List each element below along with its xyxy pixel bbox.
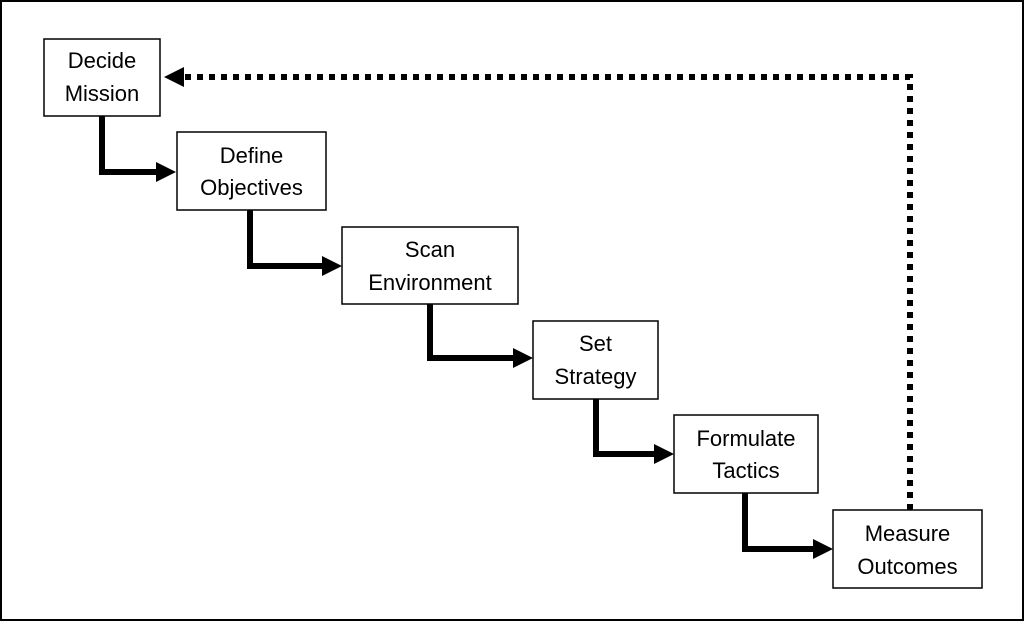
step-label-line-2: Tactics (712, 458, 779, 483)
step-formulate-tactics: Formulate Tactics (673, 414, 819, 494)
step-label-line-1: Set (579, 331, 612, 356)
step-label-line-1: Define (220, 143, 284, 168)
step-label-line-1: Scan (405, 237, 455, 262)
step-set-strategy: Set Strategy (532, 320, 659, 400)
step-label-line-2: Outcomes (857, 554, 957, 579)
step-label-line-1: Decide (68, 48, 136, 73)
step-label-line-2: Mission (65, 81, 140, 106)
flow-connector-4 (593, 399, 674, 464)
flow-connector-3 (427, 304, 533, 368)
step-measure-outcomes: Measure Outcomes (832, 509, 983, 589)
flow-connector-1 (99, 116, 176, 182)
step-define-objectives: Define Objectives (176, 131, 327, 211)
step-label-line-2: Objectives (200, 175, 303, 200)
flow-connector-5 (742, 493, 833, 559)
step-label-line-1: Formulate (696, 426, 795, 451)
step-label-line-2: Environment (368, 270, 492, 295)
flow-connector-2 (247, 210, 342, 276)
feedback-loop-connector (164, 67, 913, 510)
step-label-line-1: Measure (865, 521, 951, 546)
step-scan-environment: Scan Environment (341, 226, 519, 305)
step-decide-mission: Decide Mission (43, 38, 161, 117)
step-label-line-2: Strategy (555, 364, 637, 389)
